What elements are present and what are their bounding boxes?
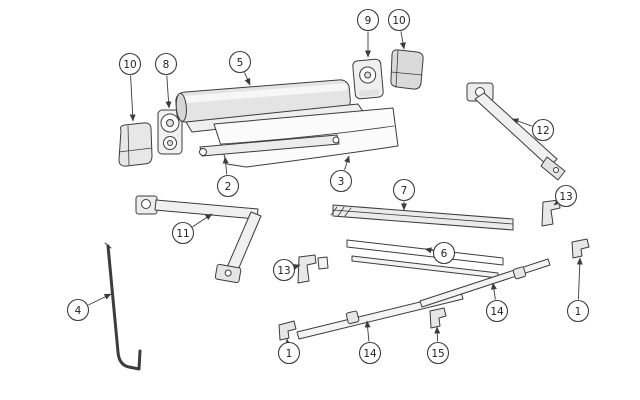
callout-bubble xyxy=(118,52,142,76)
part-crank-rod xyxy=(104,242,142,371)
callout-bubble xyxy=(171,221,195,245)
part-end-cap-left xyxy=(118,122,153,167)
callout-11-spring-arm-left: 11 xyxy=(171,213,213,245)
callout-leader-line xyxy=(222,156,229,175)
callout-number: 6 xyxy=(441,248,448,260)
callout-13-clamp-13-right: 13 xyxy=(553,184,578,208)
callout-number: 14 xyxy=(490,306,504,318)
callout-bubble xyxy=(228,50,252,74)
callout-bubble xyxy=(566,299,590,323)
callout-leader-line xyxy=(192,213,213,228)
callout-1-bracket-1-right: 1 xyxy=(566,257,590,323)
callout-14-support-tube-rear: 14 xyxy=(485,282,509,323)
callout-bubble xyxy=(485,299,509,323)
callout-number: 1 xyxy=(575,306,582,318)
callout-number: 5 xyxy=(237,57,244,69)
callout-number: 15 xyxy=(431,348,444,360)
callout-number: 10 xyxy=(392,15,405,27)
callout-13-clamp-13-left: 13 xyxy=(272,258,301,282)
callout-7-mounting-rail: 7 xyxy=(392,178,416,211)
part-motor-bracket xyxy=(352,58,384,100)
callout-2-lead-rail: 2 xyxy=(216,156,240,198)
callout-number: 14 xyxy=(363,348,377,360)
callout-leader-line xyxy=(576,257,583,300)
part-tension-rail xyxy=(346,239,504,279)
callout-10-end-cap-right: 10 xyxy=(387,8,411,50)
part-bracket-1-left xyxy=(278,320,297,341)
callout-leader-line xyxy=(165,75,172,109)
callout-5-roller-tube: 5 xyxy=(228,50,252,86)
part-lead-rail xyxy=(199,134,340,157)
callout-number: 1 xyxy=(286,348,293,360)
callout-number: 10 xyxy=(123,59,136,71)
part-bracket-1-right xyxy=(571,238,590,259)
callout-8-bracket-8: 8 xyxy=(154,52,178,109)
callout-bubble xyxy=(356,8,380,32)
part-clamp-13-left xyxy=(297,254,329,284)
callout-number: 8 xyxy=(163,59,170,71)
callout-bubble xyxy=(66,298,90,322)
callout-leader-line xyxy=(553,198,561,206)
callout-number: 11 xyxy=(176,228,189,240)
callout-number: 4 xyxy=(75,305,82,317)
callout-15-clamp-15: 15 xyxy=(426,326,450,365)
callout-12-spring-arm-right: 12 xyxy=(511,118,555,142)
callout-9-motor-bracket: 9 xyxy=(356,8,380,58)
callout-bubble xyxy=(272,258,296,282)
callout-3-fabric: 3 xyxy=(329,155,353,193)
callout-leader-line xyxy=(434,326,441,342)
callout-6-tension-rail: 6 xyxy=(424,241,456,265)
part-mounting-rail xyxy=(330,204,514,231)
callout-bubble xyxy=(387,8,411,32)
callout-number: 7 xyxy=(401,185,408,197)
callout-bubble xyxy=(154,52,178,76)
part-support-tube-rear xyxy=(419,258,551,308)
callout-bubble xyxy=(277,341,301,365)
callout-leader-line xyxy=(88,293,112,306)
part-spring-arm-left xyxy=(135,195,262,284)
callout-number: 13 xyxy=(559,191,572,203)
callout-14-support-tube-front: 14 xyxy=(358,320,382,365)
callout-leader-line xyxy=(424,247,433,254)
callout-leader-line xyxy=(344,155,350,171)
callout-leader-line xyxy=(292,264,301,270)
callout-number: 3 xyxy=(338,176,345,188)
parts-layer xyxy=(104,49,590,371)
callout-leader-line xyxy=(490,282,497,300)
part-bracket-8 xyxy=(157,109,183,155)
callout-leader-line xyxy=(511,118,533,127)
callout-leader-line xyxy=(399,31,406,50)
callout-leader-line xyxy=(244,72,251,86)
callout-bubble xyxy=(432,241,456,265)
callout-number: 2 xyxy=(225,181,232,193)
callout-bubble xyxy=(329,169,353,193)
callout-bubble xyxy=(358,341,382,365)
callout-10-end-cap-left: 10 xyxy=(118,52,142,122)
callout-bubble xyxy=(531,118,555,142)
part-spring-arm-right xyxy=(466,82,566,181)
callout-bubble xyxy=(392,178,416,202)
callout-1-bracket-1-left: 1 xyxy=(277,338,301,365)
callout-layer: 10 8 5 9 10 12 2 3 11 7 13 13 6 4 1 14 15 14 1 xyxy=(66,8,590,365)
callout-number: 9 xyxy=(365,15,372,27)
callout-bubble xyxy=(216,174,240,198)
callout-bubble xyxy=(554,184,578,208)
callout-4-crank-rod: 4 xyxy=(66,293,112,322)
part-end-cap-right xyxy=(390,49,424,90)
part-clamp-13-right xyxy=(541,199,561,227)
callout-number: 13 xyxy=(277,265,290,277)
part-clamp-15 xyxy=(429,307,447,329)
callout-leader-line xyxy=(364,320,371,342)
callout-leader-line xyxy=(129,75,136,122)
callout-bubble xyxy=(426,341,450,365)
callout-number: 12 xyxy=(536,125,549,137)
